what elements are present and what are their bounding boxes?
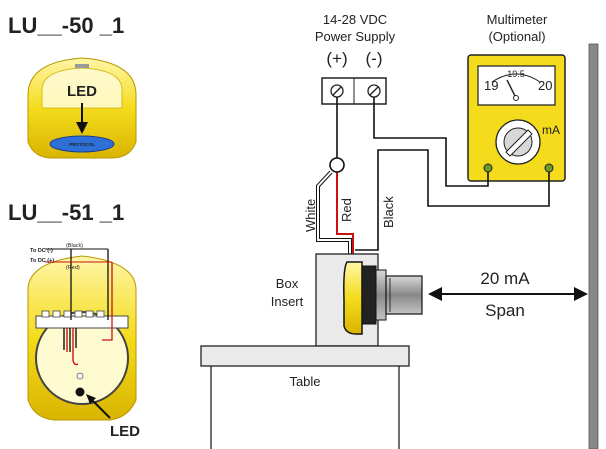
led-pointer-arrow (76, 122, 88, 134)
meter-unit-label: mA (542, 123, 560, 137)
power-supply-label-2: Power Supply (315, 29, 396, 44)
black-wire-label: Black (381, 196, 396, 228)
selector-dial (495, 119, 541, 165)
screw-icon (367, 84, 381, 98)
multimeter-label-1: Multimeter (487, 12, 548, 27)
sensor-side-view (343, 261, 423, 335)
span-arrow (428, 287, 588, 301)
span-value-label: 20 mA (480, 269, 530, 288)
box-insert-label-1: Box (276, 276, 299, 291)
led-label-50: LED (67, 83, 97, 100)
screw-icon (330, 84, 344, 98)
red-wire-label: Red (339, 198, 354, 222)
multimeter-label-2: (Optional) (488, 29, 545, 44)
meter-scale-high: 20 (538, 78, 552, 93)
led-label-51: LED (110, 423, 140, 440)
led-window (49, 135, 115, 153)
meter-scale-low: 19 (484, 78, 498, 93)
to-dc-neg-label: To DC (-) (30, 248, 53, 254)
wiring (316, 97, 550, 258)
to-dc-pos-label: To DC (+) (30, 258, 54, 264)
svg-text:PROTOCOL: PROTOCOL (69, 142, 95, 147)
red-wire-tag: (Red) (66, 265, 80, 271)
model-51-title: LU__-51 _1 (8, 200, 124, 225)
plus-terminal-label: (+) (326, 49, 347, 68)
meter-needle (506, 79, 517, 99)
meter-scale-mid: 19.5 (507, 69, 525, 79)
table (200, 345, 410, 449)
terminal-block (35, 315, 129, 329)
wire-junction-node (329, 157, 345, 173)
power-supply-label-1: 14-28 VDC (323, 12, 387, 27)
table-label: Table (289, 374, 320, 389)
power-supply-terminal-block (321, 77, 387, 105)
black-wire-tag: (Black) (66, 243, 83, 249)
meter-probe-jack-right (544, 163, 554, 173)
led-dot (75, 387, 85, 397)
multimeter (467, 54, 566, 182)
sensor-51-front (27, 248, 137, 421)
led-pointer-arrow-51 (86, 394, 96, 404)
span-label: Span (485, 301, 525, 320)
white-wire-label: White (303, 199, 318, 232)
meter-probe-jack-left (483, 163, 493, 173)
box-insert-label-2: Insert (271, 294, 304, 309)
model-50-title: LU__-50 _1 (8, 13, 124, 38)
minus-terminal-label: (-) (366, 49, 383, 68)
target-wall (588, 43, 599, 449)
